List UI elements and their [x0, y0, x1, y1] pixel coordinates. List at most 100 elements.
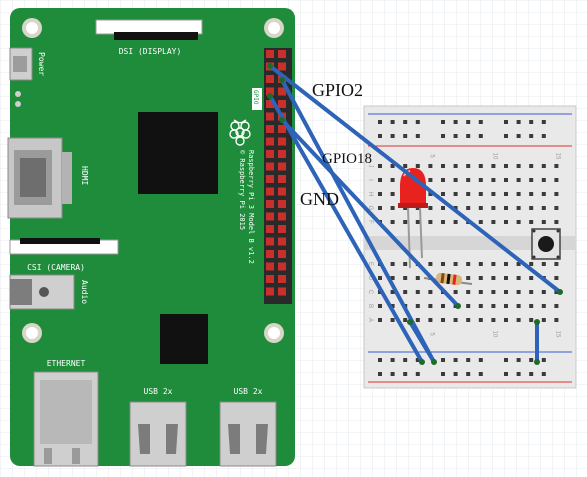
gpio-pin [278, 200, 286, 208]
breadboard-hole [378, 192, 382, 196]
gpio-pin [278, 87, 286, 96]
hdmi-connector: HDMI [7, 137, 89, 219]
breadboard-hole [453, 164, 458, 168]
mounting-holes [22, 18, 284, 343]
breadboard-hole [478, 290, 483, 294]
push-button [531, 228, 561, 260]
rail-hole [466, 372, 471, 376]
breadboard-hole [491, 164, 496, 168]
hdmi-label: HDMI [80, 166, 89, 185]
breadboard-hole [491, 262, 496, 266]
breadboard-hole [491, 220, 496, 224]
breadboard-hole [428, 304, 433, 308]
gpio-pin [266, 262, 274, 271]
row-letter: I [367, 179, 373, 181]
breadboard-hole [529, 164, 534, 168]
breadboard-hole [378, 206, 382, 210]
breadboard-hole [529, 262, 534, 266]
ethernet-label: ETHERNET [47, 359, 86, 368]
breadboard-hole [554, 192, 559, 196]
dsi-label: DSI (DISPLAY) [119, 47, 182, 56]
rail-hole [441, 372, 445, 376]
rail-hole [415, 120, 420, 124]
breadboard-hole [378, 318, 382, 322]
gpio-pin [278, 125, 286, 133]
rail-hole [529, 372, 534, 376]
breadboard-hole [516, 290, 521, 294]
gpio-pin [266, 225, 274, 233]
breadboard-hole [491, 290, 496, 294]
gpio-label-box: GPIO [252, 88, 262, 110]
breadboard-hole [428, 178, 433, 182]
breadboard-hole [466, 206, 471, 210]
breadboard-hole [390, 220, 395, 224]
breadboard-hole [504, 262, 508, 266]
wire-gpio2 [268, 64, 562, 294]
power-label: Power [37, 52, 46, 76]
rail-hole [478, 372, 483, 376]
wire-gnd-2 [280, 78, 436, 364]
breadboard-hole [403, 164, 408, 168]
breadboard-hole [466, 192, 471, 196]
rail-hole [504, 372, 508, 376]
breadboard-hole [390, 276, 395, 280]
breadboard-hole [504, 206, 508, 210]
rail-hole [403, 372, 408, 376]
gpio-pin [278, 237, 286, 246]
rail-hole [378, 120, 382, 124]
breadboard-hole [403, 276, 408, 280]
breadboard-hole [441, 164, 445, 168]
breadboard-hole [390, 206, 395, 210]
gpio-pin [278, 212, 286, 221]
rail-hole [403, 120, 408, 124]
rail-hole [390, 120, 395, 124]
breadboard-hole [428, 192, 433, 196]
breadboard-hole [390, 318, 395, 322]
red-led [398, 168, 428, 269]
csi-connector: CSI (CAMERA) [9, 238, 119, 272]
breadboard-hole [478, 220, 483, 224]
gpio-pin [266, 175, 274, 183]
rail-hole [466, 358, 471, 362]
wire-led-gnd [408, 320, 436, 364]
gpio-pin [278, 262, 286, 271]
rail-hole [541, 120, 546, 124]
breadboard-hole [541, 192, 546, 196]
rail-hole [390, 134, 395, 138]
breadboard-hole [516, 304, 521, 308]
gpio-pin [266, 137, 274, 146]
breadboard-hole [466, 304, 471, 308]
breadboard-hole [516, 220, 521, 224]
rail-hole [504, 120, 508, 124]
breadboard-hole [428, 262, 433, 266]
breadboard-hole [529, 318, 534, 322]
breadboard-hole [541, 220, 546, 224]
breadboard-hole [478, 206, 483, 210]
usb-right-label: USB 2x [234, 387, 263, 396]
gpio-pin [266, 87, 274, 96]
rail-hole [516, 134, 521, 138]
annotation-gnd: GND [300, 189, 339, 209]
breadboard-hole [478, 164, 483, 168]
breadboard-hole [415, 290, 420, 294]
row-letter: E [367, 262, 373, 266]
rail-hole [529, 120, 534, 124]
gpio-pin [278, 225, 286, 233]
breadboard-hole [403, 262, 408, 266]
rail-hole [390, 358, 395, 362]
breadboard-hole [466, 290, 471, 294]
csi-label: CSI (CAMERA) [27, 263, 85, 272]
breadboard-hole [453, 178, 458, 182]
breadboard-hole [529, 220, 534, 224]
row-letter: G [367, 206, 373, 211]
rail-hole [453, 372, 458, 376]
breadboard-hole [529, 178, 534, 182]
gpio-pin [266, 250, 274, 258]
breadboard-hole [516, 276, 521, 280]
breadboard-hole [491, 276, 496, 280]
breadboard-hole [541, 304, 546, 308]
breadboard-hole [466, 318, 471, 322]
